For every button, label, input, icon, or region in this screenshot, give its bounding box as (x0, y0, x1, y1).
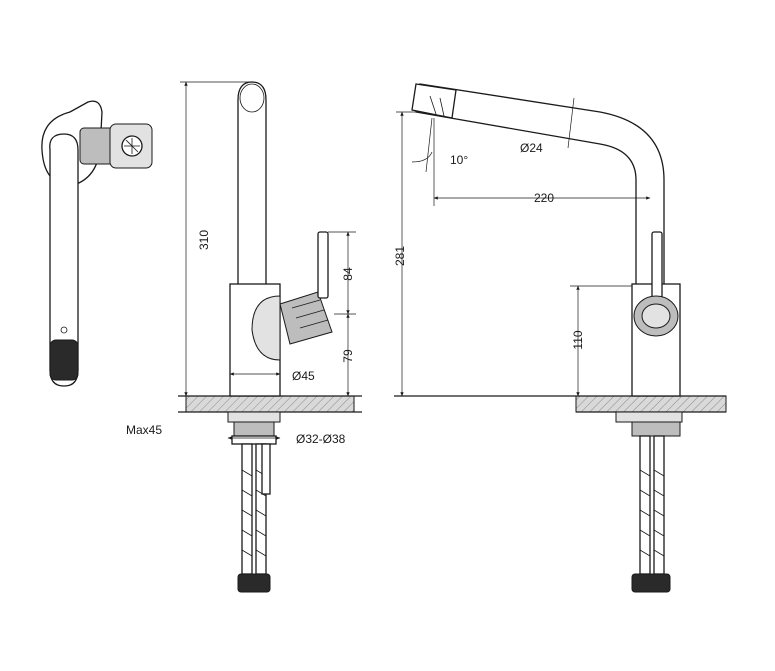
side-handle-lever (317, 231, 329, 299)
side-handle-ribs (291, 299, 329, 329)
front-spout-arm (415, 83, 665, 287)
side-spout-tube (237, 81, 267, 287)
side-countertop (185, 395, 355, 413)
dim-angle-label: 10° (450, 153, 468, 167)
top-view-cross-mark (124, 138, 140, 154)
front-hose-braid (639, 469, 665, 557)
dim-79-label: 79 (341, 349, 355, 363)
side-body-curve (251, 295, 281, 361)
side-spout-top (239, 83, 265, 113)
top-view-spout-mark (60, 326, 68, 334)
side-hose-fittings (237, 573, 271, 593)
front-view: 281 220 10° Ø24 110 (393, 83, 727, 593)
side-washer (231, 435, 277, 445)
top-view-spout-tip (49, 339, 79, 381)
dim-d24-line (567, 97, 575, 149)
side-hose-braid (241, 469, 267, 557)
side-hose-left (241, 443, 253, 575)
front-spray-nozzle (429, 95, 445, 117)
side-mounting-nut (233, 421, 275, 437)
dim-281-label: 281 (393, 246, 407, 266)
dim-220-label: 220 (534, 191, 554, 205)
front-hose-fittings (631, 573, 671, 593)
dim-d45-label: Ø45 (292, 369, 315, 383)
side-threaded-rod (261, 443, 271, 495)
dim-d24-label: Ø24 (520, 141, 543, 155)
front-spray-head (411, 83, 457, 119)
dim-84-label: 84 (341, 267, 355, 281)
dim-hole-label: Ø32-Ø38 (296, 432, 346, 446)
dim-angle-ray (425, 117, 433, 173)
side-view: 310 84 79 Ø45 Max45 Ø32-Ø38 (126, 81, 362, 593)
front-handle-lever (651, 231, 663, 301)
top-view (41, 100, 153, 387)
side-mounting-plate (227, 411, 281, 423)
dim-110-label: 110 (571, 330, 585, 349)
front-mounting-plate (615, 411, 683, 423)
front-countertop (575, 395, 727, 413)
dim-310-label: 310 (197, 230, 211, 250)
dim-max45-label: Max45 (126, 423, 162, 437)
front-mounting-nut (631, 421, 681, 437)
front-handle-cap (641, 303, 671, 329)
dim-angle-arc (411, 151, 433, 163)
side-handle-cartridge (279, 291, 333, 345)
